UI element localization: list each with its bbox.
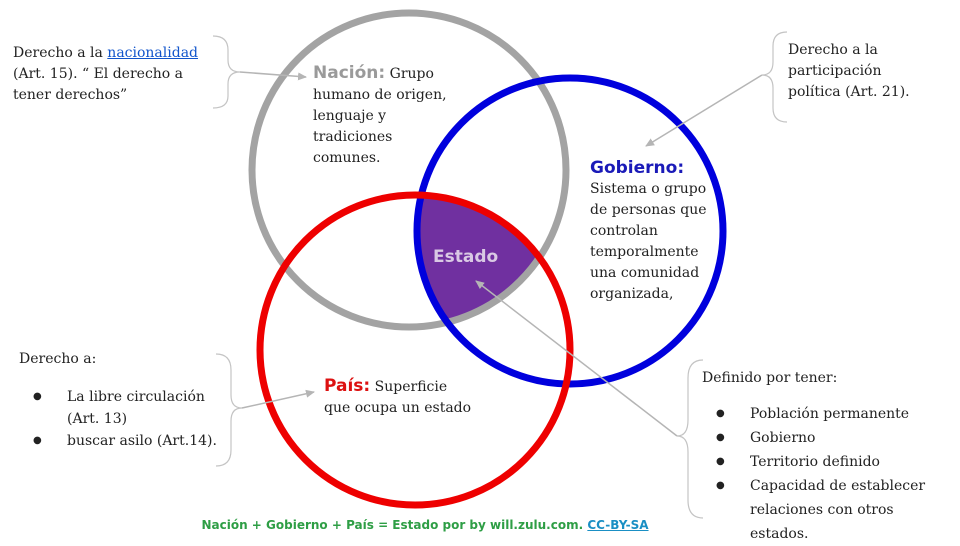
list-item: La libre circulación (Art. 13) — [33, 386, 224, 430]
arrow-to-nacion — [239, 71, 307, 81]
definido-title: Definido por tener: — [702, 370, 838, 386]
participacion-note: Derecho a la participación política (Art… — [788, 40, 913, 103]
pais-circle — [256, 191, 574, 509]
estado-label: Estado — [433, 247, 499, 267]
pais-text: Superficie que ocupa un estado — [324, 379, 472, 416]
gobierno-circle — [413, 74, 727, 388]
footer-text: Nación + Gobierno + País = Estado por by… — [201, 518, 588, 532]
list-item: buscar asilo (Art.14). — [33, 430, 224, 452]
nacion-circle — [248, 9, 570, 331]
list-item: Población permanente — [716, 402, 942, 426]
nacionalidad-rest: (Art. 15). “ El derecho a tener derechos… — [13, 66, 184, 103]
gobierno-heading: Gobierno: — [590, 158, 685, 178]
nacionalidad-prefix: Derecho a la — [13, 45, 108, 61]
nacionalidad-note: Derecho a la nacionalidad (Art. 15). “ E… — [13, 43, 221, 106]
footer-credit: Nación + Gobierno + País = Estado por by… — [0, 518, 850, 532]
brace-participacion — [761, 31, 788, 123]
list-item: Territorio definido — [716, 450, 942, 474]
nacion-text: Grupo humano de origen, lenguaje y tradi… — [313, 66, 447, 166]
derecho-list: La libre circulación (Art. 13) buscar as… — [19, 386, 224, 452]
arrow-to-gobierno — [645, 74, 763, 147]
nacionalidad-link[interactable]: nacionalidad — [107, 45, 198, 61]
list-item: Capacidad de establecer relaciones con o… — [716, 474, 942, 546]
arrow-to-estado — [475, 280, 678, 437]
pais-description: País: Superficie que ocupa un estado — [324, 376, 472, 419]
participacion-text: Derecho a la participación política (Art… — [788, 42, 910, 100]
nacion-heading: Nación: — [313, 63, 386, 83]
estado-intersection — [417, 195, 566, 327]
pais-heading: País: — [324, 376, 371, 396]
derecho-title: Derecho a: — [19, 351, 97, 367]
list-item: Gobierno — [716, 426, 942, 450]
license-link[interactable]: CC-BY-SA — [587, 518, 649, 532]
definido-note: Definido por tener: Población permanente… — [702, 366, 942, 546]
gobierno-description: Gobierno: Sistema o grupo de personas qu… — [590, 157, 708, 305]
arrow-to-pais — [241, 389, 315, 409]
brace-definido — [676, 359, 704, 519]
derecho-note: Derecho a: La libre circulación (Art. 13… — [19, 348, 224, 452]
nacion-description: Nación: Grupo humano de origen, lenguaje… — [313, 63, 461, 169]
gobierno-text: Sistema o grupo de personas que controla… — [590, 181, 707, 302]
definido-list: Población permanente Gobierno Territorio… — [702, 402, 942, 546]
